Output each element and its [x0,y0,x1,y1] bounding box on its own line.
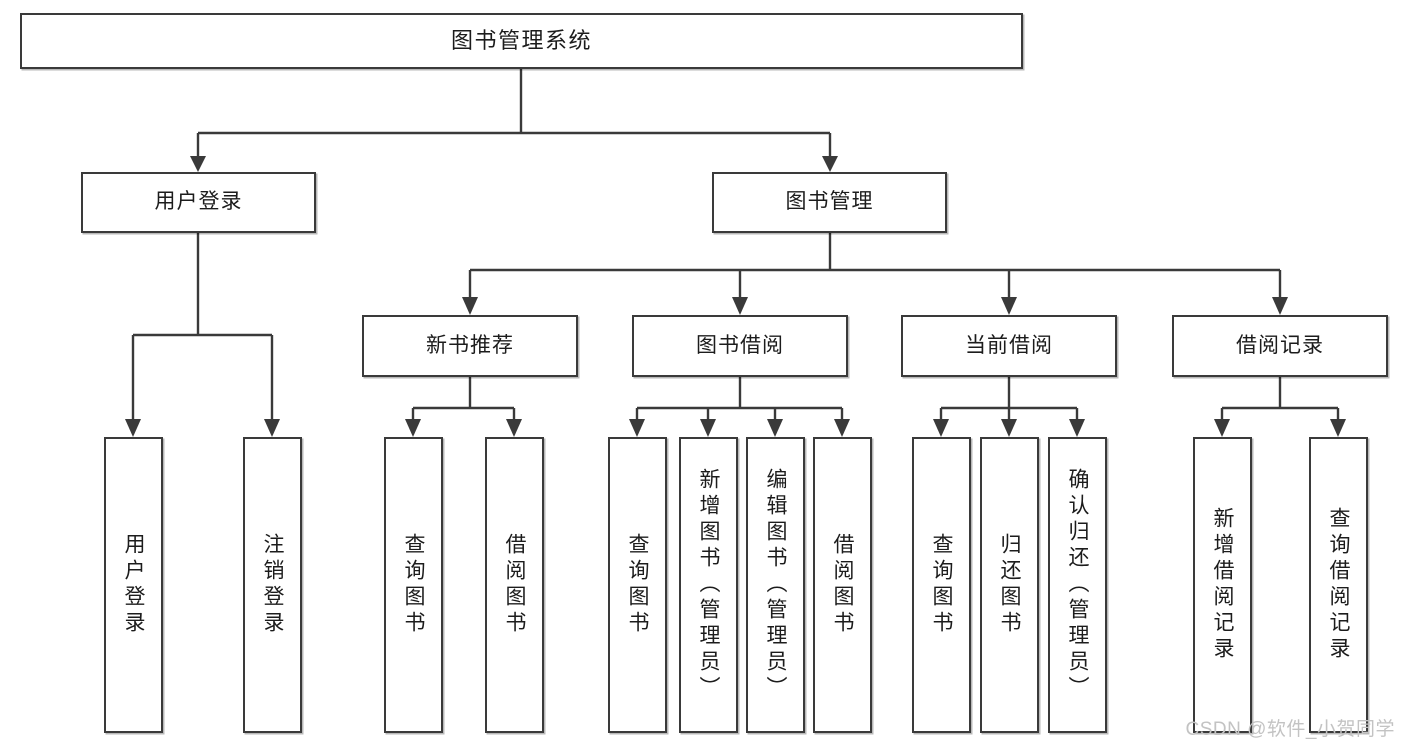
leaf-borrow-record-query[interactable]: 查询借阅记录 [1309,437,1368,733]
leaf-new-book-borrow[interactable]: 借阅图书 [485,437,544,733]
leaf-borrow-record-add[interactable]: 新增借阅记录 [1193,437,1252,733]
node-current-borrow[interactable]: 当前借阅 [901,315,1117,377]
arrowhead-book-borrow [732,297,748,315]
leaf-label: 借阅图书 [831,533,854,637]
node-user-login[interactable]: 用户登录 [81,172,316,233]
node-root-label: 图书管理系统 [450,28,592,54]
leaf-label: 新增图书（管理员） [697,468,720,702]
arrowhead-borrow-record [1272,297,1288,315]
leaf-book-borrow-query[interactable]: 查询图书 [608,437,667,733]
arrowhead-leaf-nb-1 [405,419,421,437]
leaf-label: 查询图书 [402,533,425,637]
node-new-book-recommend[interactable]: 新书推荐 [362,315,578,377]
leaf-label: 新增借阅记录 [1211,507,1234,663]
watermark: CSDN @软件_小贺同学 [1185,719,1395,740]
arrowhead-leaf-cb-2 [1001,419,1017,437]
arrowhead-leaf-bb-2 [700,419,716,437]
leaf-book-borrow-add[interactable]: 新增图书（管理员） [679,437,738,733]
node-book-manage[interactable]: 图书管理 [712,172,947,233]
leaf-label: 查询图书 [930,533,953,637]
arrowhead-leaf-bb-1 [629,419,645,437]
node-new-book-recommend-label: 新书推荐 [426,333,514,357]
leaf-label: 归还图书 [998,533,1021,637]
leaf-label: 确认归还（管理员） [1066,468,1089,702]
arrowhead-leaf-bb-4 [834,419,850,437]
arrowhead-leaf-user-login [125,419,141,437]
node-borrow-record[interactable]: 借阅记录 [1172,315,1388,377]
arrowhead-book-manage [822,156,838,172]
leaf-user-login-logout[interactable]: 注销登录 [243,437,302,733]
leaf-label: 查询借阅记录 [1327,507,1350,663]
arrowhead-leaf-br-2 [1330,419,1346,437]
leaf-book-borrow-borrow[interactable]: 借阅图书 [813,437,872,733]
leaf-user-login-login[interactable]: 用户登录 [104,437,163,733]
node-book-borrow-label: 图书借阅 [696,333,784,357]
node-user-login-label: 用户登录 [154,190,243,214]
arrowhead-leaf-br-1 [1214,419,1230,437]
node-current-borrow-label: 当前借阅 [965,333,1053,357]
leaf-label: 注销登录 [261,533,284,637]
leaf-current-borrow-query[interactable]: 查询图书 [912,437,971,733]
arrowhead-new-book [462,297,478,315]
arrowhead-leaf-bb-3 [767,419,783,437]
node-root[interactable]: 图书管理系统 [20,13,1023,69]
leaf-current-borrow-return[interactable]: 归还图书 [980,437,1039,733]
arrowhead-current-borrow [1001,297,1017,315]
leaf-current-borrow-confirm[interactable]: 确认归还（管理员） [1048,437,1107,733]
arrowhead-user-login [190,156,206,172]
arrowhead-leaf-logout [264,419,280,437]
node-book-manage-label: 图书管理 [785,190,874,214]
arrowhead-leaf-cb-1 [933,419,949,437]
leaf-label: 编辑图书（管理员） [764,468,787,702]
leaf-label: 用户登录 [122,533,145,637]
leaf-label: 借阅图书 [503,533,526,637]
leaf-new-book-query[interactable]: 查询图书 [384,437,443,733]
arrowhead-leaf-nb-2 [506,419,522,437]
node-book-borrow[interactable]: 图书借阅 [632,315,848,377]
node-borrow-record-label: 借阅记录 [1236,333,1324,357]
leaf-book-borrow-edit[interactable]: 编辑图书（管理员） [746,437,805,733]
leaf-label: 查询图书 [626,533,649,637]
arrowhead-leaf-cb-3 [1069,419,1085,437]
